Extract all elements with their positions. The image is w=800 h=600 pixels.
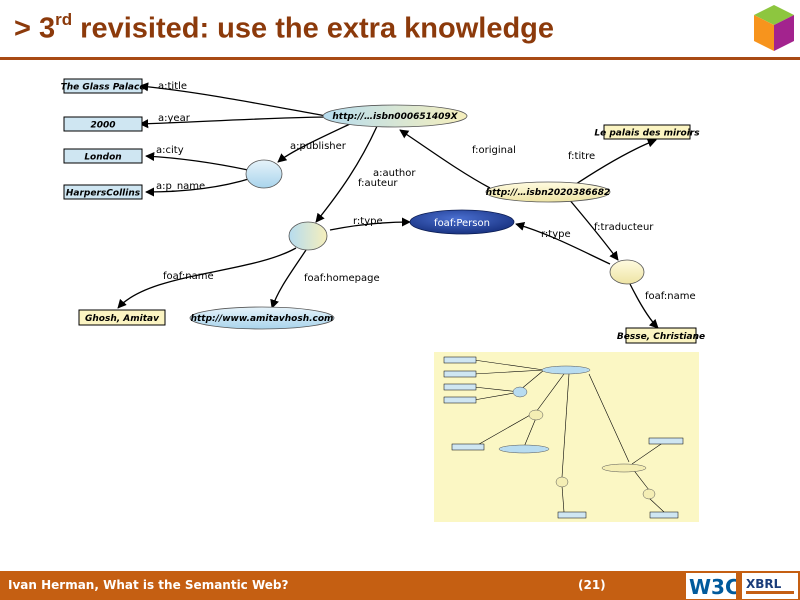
label-foaf-name-2: foaf:name [645, 291, 696, 302]
svg-text:XBRL: XBRL [746, 577, 782, 591]
svg-text:2000: 2000 [90, 121, 115, 131]
slide-title: > 3rd revisited: use the extra knowledge [14, 10, 555, 46]
resource-original-book: http://…isbn000651409X [322, 104, 468, 128]
svg-text:Besse, Christiane: Besse, Christiane [617, 332, 705, 342]
literal-translator-name: Besse, Christiane [617, 327, 705, 344]
literal-translation-title: Le palais des miroirs [594, 124, 700, 140]
svg-text:HarpersCollins: HarpersCollins [66, 189, 141, 199]
literal-publisher-name: HarpersCollins [63, 184, 143, 200]
label-a-author: a:author [373, 168, 416, 179]
edge-foaf-name-2 [629, 283, 659, 329]
rdf-graph-diagram: a:title a:year a:city a:p_name a:publish… [61, 78, 705, 344]
edge-a-title [139, 82, 327, 117]
resource-homepage: http://www.amitavhosh.com [189, 306, 335, 330]
footer-presentation-title: Ivan Herman, What is the Semantic Web? [8, 578, 289, 592]
literal-author-name: Ghosh, Amitav [78, 309, 166, 326]
semantic-web-cube-logo [754, 5, 794, 51]
label-f-traducteur: f:traducteur [594, 222, 654, 233]
svg-text:Ghosh, Amitav: Ghosh, Amitav [85, 314, 160, 324]
edge-f-titre [569, 138, 657, 189]
title-divider [0, 57, 800, 60]
label-r-type-1: r:type [353, 216, 383, 227]
edge-a-author [315, 123, 379, 223]
edge-f-original [399, 129, 491, 189]
literal-city: London [63, 148, 143, 164]
edge-a-p-name [145, 177, 253, 197]
label-f-original: f:original [472, 145, 516, 156]
svg-text:http://www.amitavhosh.com: http://www.amitavhosh.com [191, 314, 334, 324]
xbrl-logo: XBRL [742, 573, 798, 599]
label-a-p-name: a:p_name [156, 181, 205, 192]
slide-footer: Ivan Herman, What is the Semantic Web? (… [0, 571, 800, 600]
literal-year: 2000 [63, 116, 143, 132]
label-a-title: a:title [158, 81, 187, 92]
edge-r-type-2 [515, 221, 611, 265]
edge-a-publisher [277, 123, 351, 163]
blank-node-translator [609, 259, 645, 285]
label-foaf-homepage: foaf:homepage [304, 273, 380, 284]
svg-text:http://…isbn000651409X: http://…isbn000651409X [332, 112, 458, 122]
resource-translation-book: http://…isbn2020386682 [485, 181, 611, 203]
edge-foaf-homepage [270, 249, 307, 309]
svg-text:http://…isbn2020386682: http://…isbn2020386682 [486, 188, 611, 198]
edge-r-type-1 [329, 217, 411, 231]
edge-a-year [139, 116, 327, 129]
edge-f-traducteur [567, 197, 619, 261]
label-f-auteur: f:auteur [358, 178, 398, 189]
svg-text:The Glass Palace: The Glass Palace [61, 83, 146, 93]
literal-glass-palace: The Glass Palace [61, 78, 146, 94]
blank-node-author [288, 221, 328, 251]
w3c-logo: W3C [686, 573, 736, 599]
title-rest: revisited: use the extra knowledge [72, 12, 555, 45]
svg-text:London: London [84, 153, 121, 163]
title-prefix: > 3 [14, 12, 56, 45]
label-a-city: a:city [156, 145, 184, 156]
edge-a-city [145, 151, 249, 171]
label-a-publisher: a:publisher [290, 141, 347, 152]
label-foaf-name-1: foaf:name [163, 271, 214, 282]
svg-text:W3C: W3C [689, 575, 736, 599]
class-foaf-person: foaf:Person [409, 209, 515, 235]
blank-node-publisher [245, 159, 283, 189]
title-superscript: rd [55, 10, 73, 29]
page-number: (21) [578, 578, 606, 592]
label-r-type-2: r:type [541, 229, 571, 240]
svg-text:foaf:Person: foaf:Person [434, 218, 490, 229]
svg-text:Le palais des miroirs: Le palais des miroirs [594, 129, 700, 139]
merged-graph-thumbnail [434, 352, 699, 522]
label-f-titre: f:titre [568, 151, 595, 162]
edge-foaf-name-1 [117, 247, 297, 309]
label-a-year: a:year [158, 113, 191, 124]
